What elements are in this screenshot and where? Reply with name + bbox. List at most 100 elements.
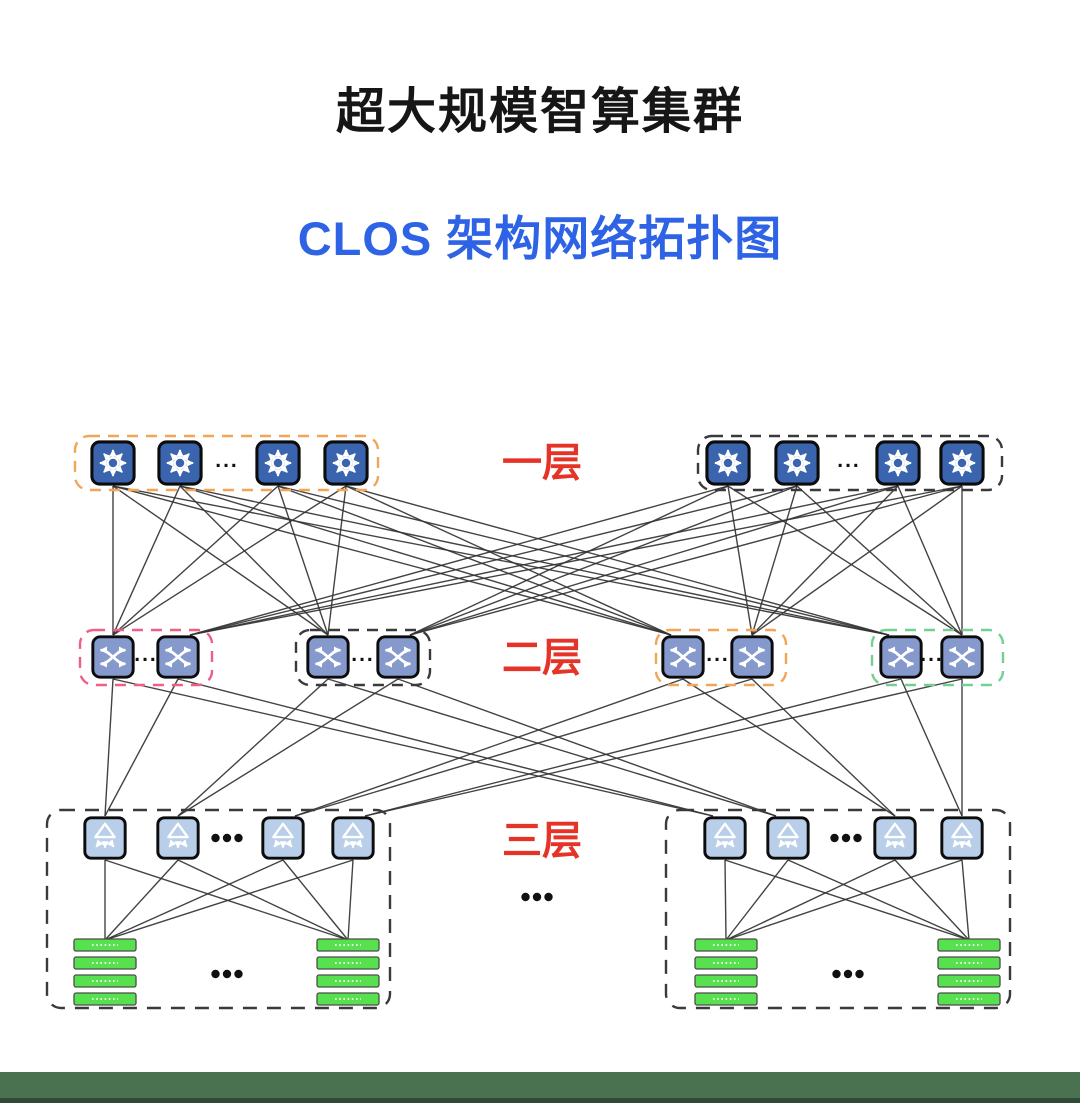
link-line [277, 485, 672, 636]
link-line [894, 859, 970, 941]
connection-lines [104, 485, 970, 941]
link-line [727, 485, 753, 636]
link-line [347, 859, 354, 941]
link-line [409, 485, 729, 636]
link-line [327, 678, 777, 817]
layer2-group-2 [294, 628, 432, 687]
link-line [409, 485, 899, 636]
layer2-group-4 [870, 628, 1005, 687]
link-line [727, 485, 963, 636]
dot [832, 969, 841, 979]
ellipsis-marks: .................. [134, 449, 944, 979]
leaf-switch-icon [158, 818, 198, 858]
link-line [179, 485, 672, 636]
dot [853, 833, 862, 843]
dot [211, 833, 220, 843]
link-line [189, 485, 899, 636]
dot [222, 833, 232, 843]
ellipsis-bold [211, 969, 243, 979]
layer2-group-3 [654, 628, 788, 687]
link-line [177, 678, 714, 817]
link-line [725, 859, 896, 941]
aggregation-switch-icon [942, 637, 982, 677]
dot [234, 969, 243, 979]
link-line [751, 485, 899, 636]
dot [222, 969, 232, 979]
link-line [364, 678, 963, 817]
link-line [345, 485, 672, 636]
ellipsis: ... [920, 643, 944, 666]
ellipsis: ... [351, 643, 375, 666]
layer2-group-1 [78, 628, 214, 687]
link-line [104, 859, 284, 941]
link-line [409, 485, 963, 636]
layer3-pod-left [45, 808, 392, 1010]
leaf-switch-icon [263, 818, 303, 858]
link-line [112, 485, 890, 636]
core-switch-icon [159, 442, 201, 484]
link-line [364, 678, 902, 817]
link-line [724, 859, 727, 941]
link-line [900, 678, 963, 817]
dot [521, 892, 530, 902]
core-switch-icon [776, 442, 818, 484]
leaf-switch-icon [705, 818, 745, 858]
layer3-pod-right [664, 808, 1012, 1010]
aggregation-switch-icon [158, 637, 198, 677]
link-line [189, 485, 963, 636]
core-switch-icon [707, 442, 749, 484]
server-stack [316, 938, 380, 1006]
dot [211, 969, 220, 979]
link-line [277, 485, 329, 636]
aggregation-switch-icon [308, 637, 348, 677]
dot [544, 892, 553, 902]
ellipsis-bold [830, 833, 862, 843]
dot [843, 969, 853, 979]
link-line [112, 485, 279, 636]
layer-1-label: 一层 [502, 441, 582, 485]
leaf-switch-icon [942, 818, 982, 858]
aggregation-switch-icon [732, 637, 772, 677]
link-line [796, 485, 963, 636]
core-switch-icon [92, 442, 134, 484]
page-subtitle: CLOS 架构网络拓扑图 [297, 212, 783, 265]
link-line [725, 859, 789, 941]
link-line [112, 485, 347, 636]
aggregation-switch-icon [663, 637, 703, 677]
link-line [294, 678, 684, 817]
link-line [112, 485, 329, 636]
core-switch-icon [941, 442, 983, 484]
link-line [112, 678, 714, 817]
dot [830, 833, 839, 843]
link-line [177, 678, 399, 817]
ellipsis: ... [134, 643, 158, 666]
core-switch-icon [257, 442, 299, 484]
link-line [112, 485, 181, 636]
dot [532, 892, 542, 902]
leaf-switch-icon [768, 818, 808, 858]
server-stack [694, 938, 758, 1006]
ellipsis-bold [211, 833, 243, 843]
aggregation-switch-icon [881, 637, 921, 677]
link-line [409, 485, 798, 636]
link-line [177, 859, 349, 941]
link-line [725, 859, 963, 941]
layer1-group-left [73, 434, 380, 492]
link-line [277, 485, 890, 636]
dot [841, 833, 851, 843]
link-line [787, 859, 970, 941]
ellipsis: ... [837, 449, 861, 472]
server-stack [937, 938, 1001, 1006]
link-line [751, 678, 896, 817]
link-line [682, 678, 896, 817]
ellipsis-bold [521, 892, 553, 902]
link-line [179, 485, 890, 636]
server-stack [73, 938, 137, 1006]
footer-bar [0, 1072, 1080, 1098]
layer1-group-right [696, 434, 1004, 492]
ellipsis-bold [832, 969, 864, 979]
link-line [189, 485, 729, 636]
network-nodes [73, 442, 1001, 1006]
